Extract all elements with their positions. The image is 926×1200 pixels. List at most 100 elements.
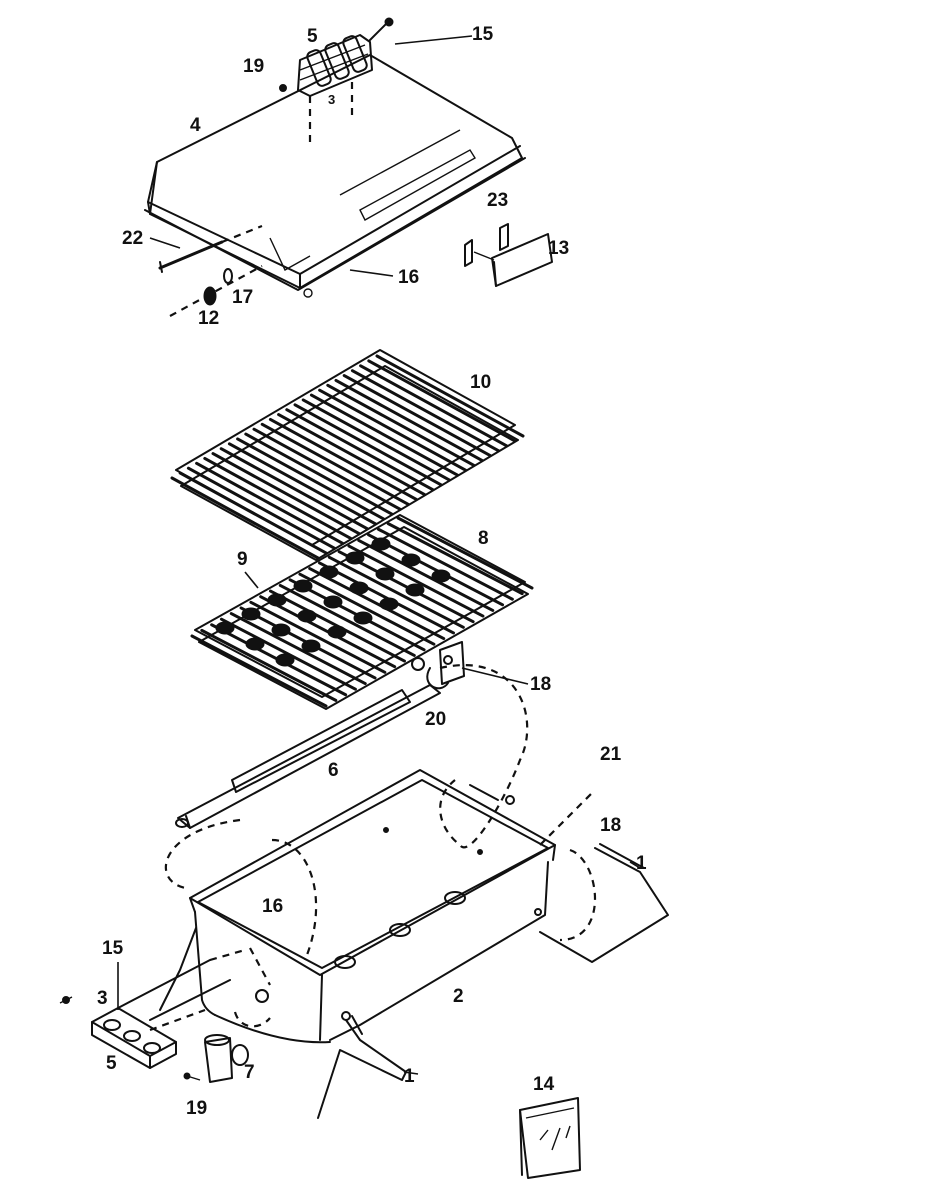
callout-19-top: 19	[243, 56, 264, 77]
callout-15-top: 15	[472, 24, 494, 45]
callout-1-bottom: 1	[404, 1066, 415, 1087]
grate-bar	[293, 403, 443, 487]
grate-bar	[244, 432, 394, 516]
vent-knob	[183, 1034, 249, 1083]
callout-1-right: 1	[636, 853, 647, 874]
charcoal-briquette	[323, 595, 343, 609]
grate-bar	[326, 383, 476, 467]
lid-fasteners	[158, 224, 263, 317]
charcoal-briquette	[293, 579, 313, 593]
charcoal-grate-bar	[249, 600, 387, 674]
legs	[159, 843, 669, 1119]
grate-bar	[285, 408, 435, 492]
cooking-grate	[170, 349, 525, 561]
charcoal-grate-bar	[376, 527, 514, 601]
support-bar	[175, 641, 465, 829]
grate-bar	[301, 398, 451, 482]
charcoal-briquette	[271, 623, 291, 637]
charcoal-briquette	[345, 551, 365, 565]
charcoal-grate-bar	[327, 555, 465, 629]
charcoal-grate	[190, 514, 534, 710]
charcoal-briquette	[241, 607, 261, 621]
charcoal-grate-bar	[396, 516, 534, 590]
callout-21: 21	[600, 744, 622, 765]
callout-16-top: 16	[398, 267, 419, 288]
grate-bar	[334, 378, 484, 462]
callout-8: 8	[478, 528, 489, 549]
grate-bar	[219, 447, 369, 531]
side-handle	[59, 948, 246, 1069]
grate-bar	[178, 471, 328, 555]
charcoal-briquette	[349, 581, 369, 595]
charcoal-briquette	[405, 583, 425, 597]
damper-plate	[464, 223, 553, 287]
firebox-bowl	[189, 769, 556, 1044]
grate-bar	[268, 417, 418, 501]
charcoal-grate-bar	[229, 612, 367, 686]
callout-16-bottom: 16	[262, 896, 283, 917]
callout-numbers: 5 15 19 3 4 23 13 22 16 17 12 10 8 9 18 …	[97, 24, 647, 1119]
callout-23: 23	[487, 190, 508, 211]
grate-bar	[367, 359, 517, 443]
callout-10: 10	[470, 372, 491, 393]
grate-bar	[350, 369, 500, 453]
grate-bar	[227, 442, 377, 526]
charcoal-grate-bar	[190, 634, 328, 708]
leader-lines	[117, 35, 641, 1075]
charcoal-grate-bar	[337, 550, 475, 624]
parts-bag	[519, 1097, 581, 1179]
callout-19-bottom: 19	[186, 1098, 207, 1119]
charcoal-briquette	[353, 611, 373, 625]
callout-4: 4	[190, 115, 201, 136]
charcoal-briquette	[371, 537, 391, 551]
charcoal-grate-bar	[298, 572, 436, 646]
grate-bar	[309, 393, 459, 477]
charcoal-briquette	[275, 653, 295, 667]
grate-bar	[236, 437, 386, 521]
callout-5-bottom: 5	[106, 1053, 117, 1074]
charcoal-briquette	[301, 639, 321, 653]
grate-bar	[359, 364, 509, 448]
callout-18-mid: 18	[530, 674, 551, 695]
charcoal-briquette	[327, 625, 347, 639]
charcoal-briquette	[375, 567, 395, 581]
callout-17: 17	[232, 287, 253, 308]
grate-bar	[170, 476, 320, 560]
charcoal-grate-bar	[308, 567, 446, 641]
grate-bar	[252, 427, 402, 511]
grate-bar	[203, 456, 353, 540]
grate-bar	[342, 374, 492, 458]
charcoal-briquette	[379, 597, 399, 611]
charcoal-grate-bar	[278, 583, 416, 657]
callout-6: 6	[328, 760, 339, 781]
callout-7: 7	[244, 1062, 255, 1083]
charcoal-briquette	[245, 637, 265, 651]
callout-3-bottom: 3	[97, 988, 108, 1009]
charcoal-briquette	[297, 609, 317, 623]
grate-bar	[186, 466, 336, 550]
charcoal-briquette	[319, 565, 339, 579]
callout-2: 2	[453, 986, 464, 1007]
charcoal-grate-bar	[347, 544, 485, 618]
charcoal-grate-bar	[200, 628, 338, 702]
assembly-dashed-lines	[149, 664, 596, 1032]
grate-bar	[277, 413, 427, 497]
grate-bar	[211, 452, 361, 536]
charcoal-briquette	[267, 593, 287, 607]
callout-9: 9	[237, 549, 248, 570]
grate-bar	[195, 461, 345, 545]
charcoal-briquette	[401, 553, 421, 567]
callout-13: 13	[548, 238, 569, 259]
callout-14: 14	[533, 1074, 555, 1095]
charcoal-briquette	[215, 621, 235, 635]
charcoal-grate-bar	[367, 533, 505, 607]
callout-22: 22	[122, 228, 143, 249]
lid-handle	[279, 17, 394, 145]
charcoal-grate-bar	[357, 538, 495, 612]
grate-bar	[318, 388, 468, 472]
callout-3-top: 3	[328, 92, 335, 107]
grate-bar	[375, 354, 525, 438]
charcoal-grate-bar	[386, 522, 524, 596]
charcoal-briquette	[431, 569, 451, 583]
